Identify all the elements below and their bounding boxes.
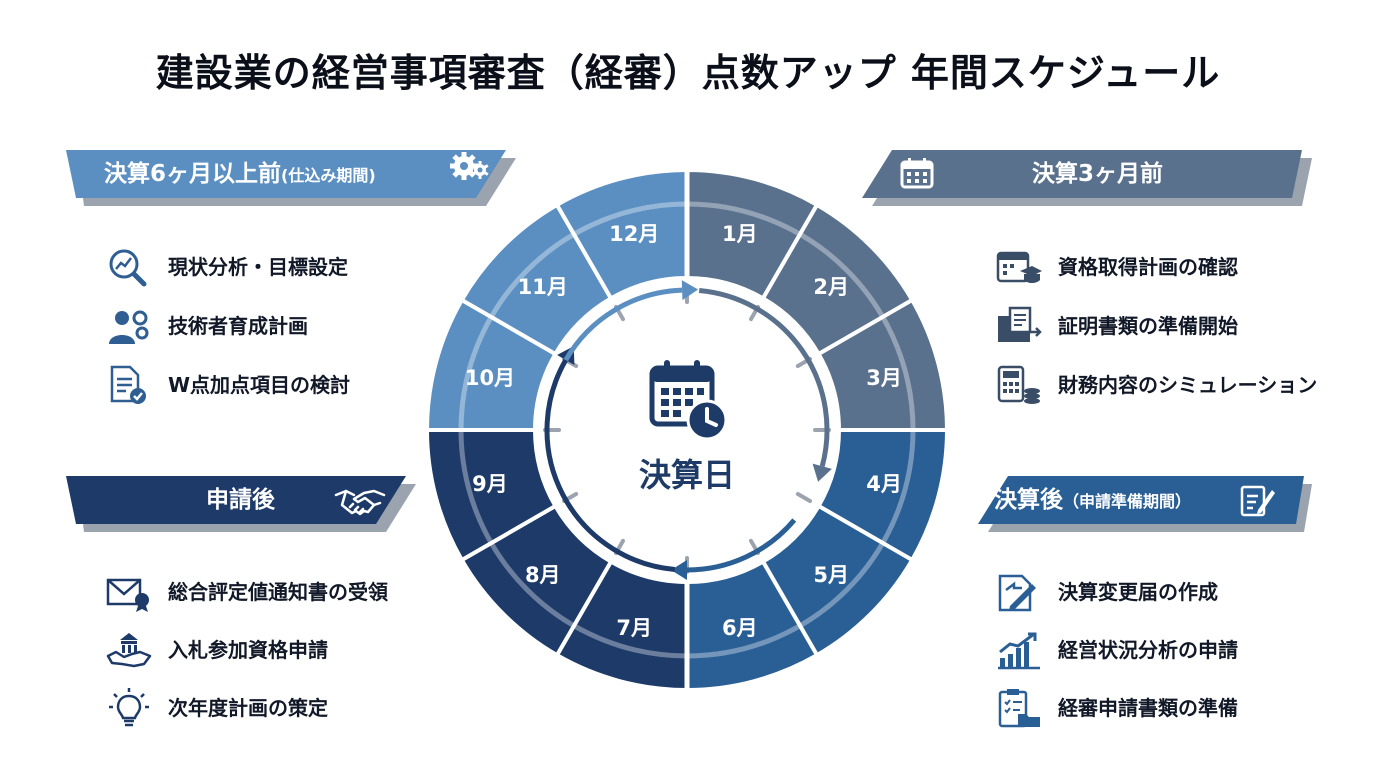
envelope-award-icon [106, 578, 149, 612]
folder-document-icon [998, 306, 1042, 342]
list-item: 現状分析・目標設定 [106, 247, 406, 287]
banner-shape [978, 476, 1312, 532]
month-label-8: 8月 [525, 563, 561, 587]
list-item: 経審申請書類の準備 [996, 688, 1326, 728]
banner-before6: 決算6ヶ月以上前(仕込み期間) [66, 150, 516, 206]
people-gear-icon [109, 310, 149, 344]
banner-shape [66, 476, 416, 532]
month-label-6: 6月 [722, 616, 758, 640]
gears-icon [450, 152, 489, 180]
list-item: 技術者育成計画 [106, 306, 406, 346]
list-item-label: 総合評定値通知書の受領 [168, 580, 388, 604]
banner-after-settlement-subtitle: （申請準備期間） [1063, 492, 1192, 511]
list-item-label: 現状分析・目標設定 [168, 255, 348, 279]
month-label-9: 9月 [472, 472, 508, 496]
list-item-label: 入札参加資格申請 [168, 638, 328, 662]
month-label-1: 1月 [722, 222, 758, 246]
cycle-arrow-arc [563, 287, 683, 362]
list-item: 資格取得計画の確認 [996, 247, 1356, 287]
list-item-label: 財務内容のシミュレーション [1058, 373, 1318, 397]
month-label-10: 10月 [465, 366, 515, 390]
document-edit-icon [998, 574, 1036, 612]
list-item: W点加点項目の検討 [106, 365, 406, 405]
banner-before3-title: 決算3ヶ月前 [1032, 161, 1164, 187]
banner-after-application-title: 申請後 [206, 487, 275, 513]
list-item: 決算変更届の作成 [996, 572, 1326, 612]
list-item-label: 証明書類の準備開始 [1058, 314, 1238, 338]
handshake-building-icon [106, 633, 152, 668]
banner-after-settlement: 決算後（申請準備期間） [978, 476, 1312, 532]
month-label-3: 3月 [866, 366, 902, 390]
banner-shape [66, 150, 516, 206]
cycle-arrow-arc [686, 518, 797, 573]
cycle-arrow-arc [698, 288, 830, 467]
calendar-graduation-icon [996, 251, 1042, 283]
banner-after-application: 申請後 [66, 476, 416, 532]
month-label-12: 12月 [609, 222, 659, 246]
list-item: 証明書類の準備開始 [996, 306, 1356, 346]
list-item-label: 技術者育成計画 [168, 314, 308, 338]
month-label-11: 11月 [518, 275, 568, 299]
list-item: 経営状況分析の申請 [996, 630, 1326, 670]
page-title: 建設業の経営事項審査（経審）点数アップ 年間スケジュール [155, 51, 1221, 95]
growth-chart-icon [998, 632, 1040, 670]
banner-after-settlement-title: 決算後 [994, 487, 1063, 513]
document-check-icon [110, 365, 146, 404]
list-item: 総合評定値通知書の受領 [106, 572, 446, 612]
calculator-coins-icon [997, 365, 1040, 404]
lightbulb-icon [109, 688, 149, 727]
list-item: 次年度計画の策定 [106, 688, 446, 728]
calendar-clock-icon [649, 360, 728, 441]
cycle-arrow-arc [544, 358, 676, 572]
month-label-5: 5月 [813, 563, 849, 587]
calendar-icon [900, 158, 934, 189]
clock-tick [795, 492, 812, 503]
list-item-label: 経審申請書類の準備 [1058, 696, 1238, 720]
banner-before6-title: 決算6ヶ月以上前 [104, 161, 282, 187]
handshake-icon [334, 489, 386, 516]
banner-before6-subtitle: (仕込み期間) [281, 166, 376, 185]
form-pen-icon [1240, 485, 1275, 517]
cycle-arrow-head [812, 463, 832, 482]
list-item-label: W点加点項目の検討 [168, 373, 351, 397]
banner-shape [862, 150, 1312, 206]
list-item-label: 経営状況分析の申請 [1058, 638, 1238, 662]
cycle-arrow-head [681, 280, 699, 301]
list-item-label: 資格取得計画の確認 [1058, 255, 1238, 279]
list-item: 入札参加資格申請 [106, 630, 446, 670]
list-item-label: 決算変更届の作成 [1058, 580, 1218, 604]
list-item-label: 次年度計画の策定 [168, 696, 328, 720]
month-label-4: 4月 [866, 472, 902, 496]
list-item: 財務内容のシミュレーション [996, 365, 1356, 405]
center-disc [537, 280, 837, 580]
banner-before3: 決算3ヶ月前 [862, 150, 1312, 206]
magnifier-chart-icon [109, 249, 147, 287]
month-label-7: 7月 [616, 616, 652, 640]
clipboard-folder-icon [998, 689, 1040, 728]
center-label: 決算日 [638, 456, 735, 494]
month-label-2: 2月 [813, 275, 849, 299]
cycle-arrow-head [671, 560, 687, 580]
